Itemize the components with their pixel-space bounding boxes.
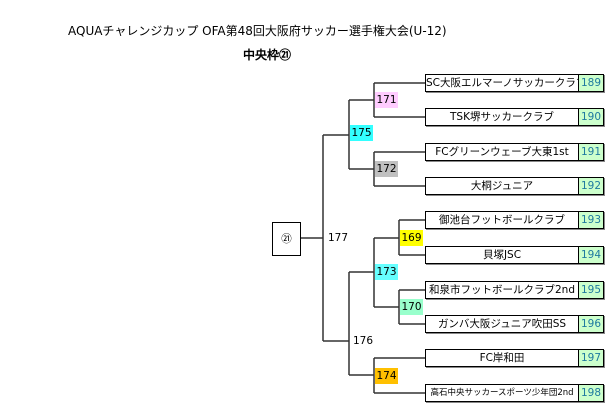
- match-172: 172: [375, 161, 398, 177]
- line-176: [348, 271, 374, 376]
- match-175: 175: [350, 125, 373, 141]
- team-number: 194: [578, 246, 604, 264]
- team-name: FCグリーンウェーブ大東1st: [425, 143, 578, 161]
- team-number: 198: [578, 384, 604, 402]
- team-number: 189: [578, 74, 604, 92]
- team-name: TSK堺サッカークラブ: [425, 108, 578, 126]
- tournament-title: AQUAチャレンジカップ OFA第48回大阪府サッカー選手権大会(U-12): [68, 24, 447, 38]
- match-169: 169: [400, 230, 423, 246]
- team-number: 192: [578, 177, 604, 195]
- match-173: 173: [375, 264, 398, 280]
- team-name: 大桐ジュニア: [425, 177, 578, 195]
- team-name: ガンバ大阪ジュニア吹田SS: [425, 315, 578, 333]
- team-number: 197: [578, 349, 604, 367]
- team-name: 高石中央サッカースポーツ少年団2nd: [425, 384, 578, 402]
- line-177: [300, 134, 349, 342]
- team-number: 190: [578, 108, 604, 126]
- team-name: 和泉市フットボールクラブ2nd: [425, 281, 578, 299]
- team-name: 御池台フットボールクラブ: [425, 211, 578, 229]
- team-number: 193: [578, 211, 604, 229]
- team-number: 196: [578, 315, 604, 333]
- team-name: SC大阪エルマーノサッカークラブ: [425, 74, 578, 92]
- match-177: 177: [328, 232, 349, 244]
- block-label: ㉑: [272, 222, 301, 256]
- team-number: 195: [578, 281, 604, 299]
- match-174: 174: [375, 368, 398, 384]
- match-170: 170: [400, 299, 423, 315]
- team-name: 貝塚JSC: [425, 246, 578, 264]
- match-171: 171: [375, 92, 398, 108]
- team-name: FC岸和田: [425, 349, 578, 367]
- match-176: 176: [353, 335, 374, 347]
- team-number: 191: [578, 143, 604, 161]
- bracket-subtitle: 中央枠㉑: [243, 48, 292, 62]
